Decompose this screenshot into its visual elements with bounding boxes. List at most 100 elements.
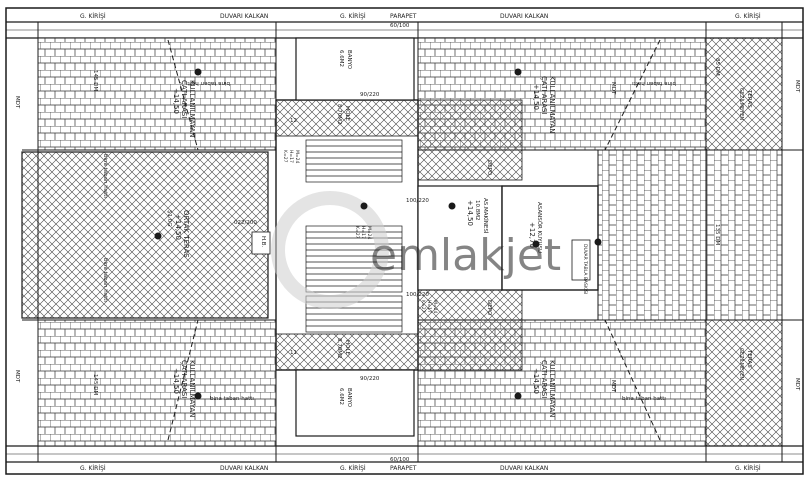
bathroom-bottom [295,369,415,437]
label-num-11: 11 [290,350,297,356]
top-dim-60-100: 60/100 [390,23,410,29]
label-num-12: 12 [290,118,297,124]
label-hole-bottom-area: 8.70M2 [336,338,342,359]
label-stair-k: K=27 [282,150,288,163]
label-asansor-kuyusu: ASANSÖR KUYUSU [536,202,543,253]
top-band: G. KİRİŞİ DUVARI KALKAN G. KİRİŞİ PARAPE… [6,13,803,39]
label-mdt-5: MDT [610,82,616,95]
top-duvari-kalkan-2: DUVARI KALKAN [500,13,548,20]
label-stair-h2: H=17 [360,226,366,239]
label-as-elev: +14,50 [466,200,474,226]
label-hole-bottom: HOLE [344,340,350,356]
label-stair-h3: H=17 [426,300,432,313]
label-dim-100-220-b: 100/220 [406,292,429,298]
roof-upper-left [37,37,277,151]
label-dim-135: 135 DM [714,224,720,245]
bottom-g-kirisi-1: G. KİRİŞİ [80,465,106,472]
label-teras-right-top-sub: GEZİLMEYEN [738,88,745,120]
label-banyo-top-area: 6.6M2 [338,50,344,67]
bottom-dim-60-100: 60/100 [390,457,410,463]
top-parapet: PARAPET [390,13,417,20]
label-mdt-3: MDT [14,96,20,109]
label-dim-90-220-top: 90/220 [360,92,380,98]
label-banyo-bottom: BANYO [346,388,352,408]
level-marker-ul [194,68,202,76]
label-dim-145-b: 145 DM [92,374,98,395]
top-g-kirisi-1: G. KİRİŞİ [80,13,106,20]
bottom-duvari-kalkan: DUVARI KALKAN [220,465,268,472]
top-g-kirisi-2: G. KİRİŞİ [340,13,366,20]
label-dim-90-220-bottom: 90/220 [360,376,380,382]
level-marker-machine [448,202,456,210]
label-stair-h: H=17 [288,150,294,163]
label-elev-ur: +14,50 [532,84,540,110]
bottom-g-kirisi-3: G. KİRİŞİ [735,465,761,472]
label-duvar-tabla: DUVAR TABLA BASKISI [582,244,588,294]
label-stair-k3: K=27 [420,300,426,313]
label-cati-arasi-ul: ÇATI ARASI [180,80,188,118]
label-cati-arasi-lr: ÇATI ARASI [540,360,548,398]
outer-frame [5,7,804,475]
label-stair-m: M=24 [294,150,300,164]
terrace-right-top [705,37,783,151]
common-terrace [21,151,269,319]
top-duvari-kalkan: DUVARI KALKAN [220,13,268,20]
label-mdt-6: MDT [610,380,616,393]
label-bina-taban-top-r: bina taban hattı [632,80,676,86]
label-mdt-2: MDT [794,378,800,391]
label-kullanilmayan-ul: KULLANILMAYAN [188,80,196,138]
hall-bottom [275,333,419,371]
label-ortak-code: Ş1.0G [166,210,172,227]
label-stair-m3: M=24 [432,300,438,314]
level-marker-lr [514,392,522,400]
label-teras-right-bottom: TERAS [746,349,752,368]
bottom-g-kirisi-2: G. KİRİŞİ [340,465,366,472]
label-ortak-teras: ORTAK TERAS [182,210,190,258]
label-cati-arasi-ll: ÇATI ARASI [180,360,188,398]
label-as-makinesi: AS.MAKİNESİ [482,198,489,234]
machine-room [417,185,503,291]
room-labels: KULLANILMAYAN ÇATI ARASI +14,50 KULLANIL… [166,50,752,418]
label-banyo-top: BANYO [346,50,352,70]
label-banyo-bottom-area: 6.6M2 [338,388,344,405]
label-kullanilmayan-ur: KULLANILMAYAN [548,76,556,134]
bottom-duvari-kalkan-2: DUVARI KALKAN [500,465,548,472]
label-stair-m2: M=24 [366,226,372,240]
hall-top [275,99,419,137]
label-bina-taban-bot-r: bina taban hattı [622,396,666,402]
depo-top-area [417,99,523,181]
top-g-kirisi-3: G. KİRİŞİ [735,13,761,20]
label-dim-145: 145 DM [92,70,98,91]
roof-lower-left [37,319,277,447]
label-dim-85: 85 DM [714,58,720,76]
bottom-parapet: PARAPET [390,465,417,472]
label-hole-top: HOLE [344,106,350,122]
dim-labels: 12 11 022/200 100/220 90/220 90/220 100/… [14,58,800,402]
label-bina-taban-mid-2: bina taban hattı [102,258,108,302]
label-asansor-elev: +12,70 [528,222,536,248]
level-marker-terrace [154,232,162,240]
label-teras-right-top: TERAS [746,89,752,108]
label-dim-100-220: 100/220 [406,198,429,204]
label-hole-top-area: 8.70M2 [336,104,342,125]
terrace-right-bottom [705,319,783,447]
level-marker-ll [194,392,202,400]
label-stair-k2: K=27 [354,226,360,239]
label-elev-lr: +14,50 [532,368,540,394]
label-kullanilmayan-ll: KULLANILMAYAN [188,360,196,418]
level-marker-elevator [532,240,540,248]
label-bina-taban-bot-l: bina taban hattı [210,396,254,402]
watermark: emlakjet [271,191,561,309]
label-kullanilmayan-lr: KULLANILMAYAN [548,360,556,418]
bottom-band: G. KİRİŞİ DUVARI KALKAN G. KİRİŞİ PARAPE… [6,445,803,472]
label-as-area: 10.8M2 [474,200,480,221]
watermark-text: emlakjet [370,230,561,281]
label-depo-top: DEPO [486,160,492,176]
label-teras-right-bottom-sub: GEZİLMEYEN [738,348,745,380]
label-elev-ll: +14,50 [172,368,180,394]
label-mdt-4: MDT [14,370,20,383]
level-marker-right [594,238,602,246]
label-cati-arasi-ur: ÇATI ARASI [540,76,548,114]
depo-bottom-area [417,289,523,371]
